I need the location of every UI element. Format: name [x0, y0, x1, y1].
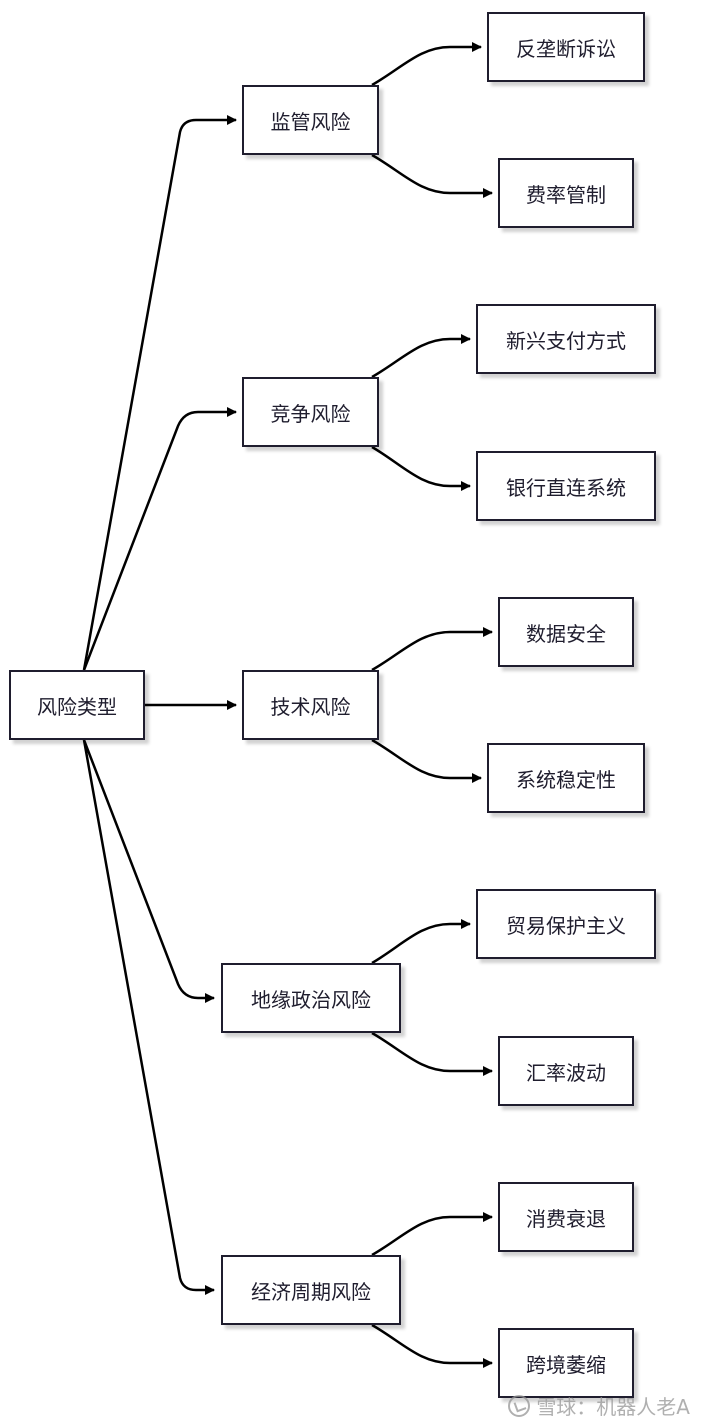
edge-geopolitical-exchange	[371, 1031, 493, 1076]
category-node-geopolitical: 地缘政治风险	[221, 963, 401, 1033]
category-node-regulatory: 监管风险	[242, 85, 379, 155]
edge-root-economic-cycle	[82, 739, 215, 1295]
edge-competition-bank	[371, 445, 471, 491]
edge-geopolitical-trade	[371, 919, 471, 965]
edge-technology-stability	[371, 738, 482, 783]
category-node-economic-cycle: 经济周期风险	[221, 1255, 401, 1325]
root-node: 风险类型	[9, 670, 145, 740]
leaf-node-trade-protectionism: 贸易保护主义	[476, 889, 656, 959]
leaf-node-consumption-decline: 消费衰退	[498, 1182, 634, 1252]
category-node-technology: 技术风险	[242, 670, 379, 740]
edge-root-competition	[82, 407, 237, 671]
watermark-text: 雪球：机器人老A	[536, 1395, 690, 1419]
leaf-node-cross-border-shrink: 跨境萎缩	[498, 1328, 634, 1398]
leaf-node-exchange-rate: 汇率波动	[498, 1036, 634, 1106]
edge-economic-consumption	[371, 1212, 493, 1257]
edge-root-geopolitical	[82, 739, 215, 1003]
edge-technology-data	[371, 627, 493, 672]
leaf-node-data-security: 数据安全	[498, 597, 634, 667]
leaf-node-bank-direct-systems: 银行直连系统	[476, 451, 656, 521]
edge-root-regulatory	[82, 115, 237, 671]
leaf-node-new-payment-methods: 新兴支付方式	[476, 304, 656, 374]
edge-competition-payment	[371, 334, 471, 379]
watermark: 雪球：机器人老A	[508, 1391, 690, 1420]
edge-regulatory-antitrust	[371, 42, 482, 87]
edge-regulatory-fee	[371, 153, 493, 198]
edge-economic-crossborder	[371, 1323, 493, 1368]
category-node-competition: 竞争风险	[242, 377, 379, 447]
leaf-node-antitrust: 反垄断诉讼	[487, 12, 645, 82]
xueqiu-logo-icon	[508, 1394, 531, 1417]
leaf-node-system-stability: 系统稳定性	[487, 743, 645, 813]
leaf-node-fee-regulation: 费率管制	[498, 158, 634, 228]
